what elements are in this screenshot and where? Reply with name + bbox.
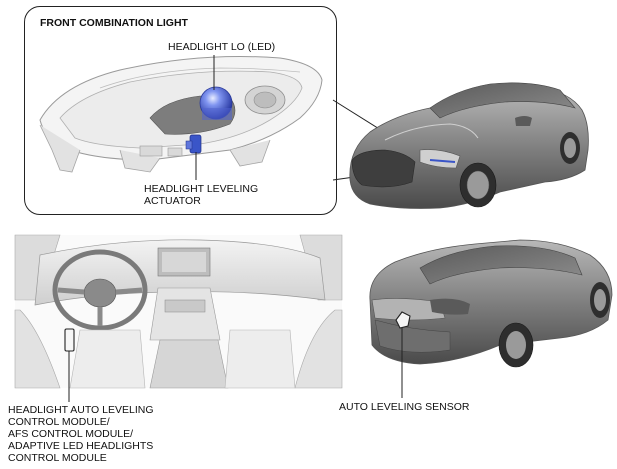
label-control-module-line1: HEADLIGHT AUTO LEVELING <box>8 404 154 416</box>
vehicle-interior <box>14 234 343 389</box>
label-control-module-line5: CONTROL MODULE <box>8 452 107 464</box>
label-control-module-line2: CONTROL MODULE/ <box>8 416 110 428</box>
label-auto-leveling-sensor: AUTO LEVELING SENSOR <box>339 401 470 413</box>
car-front-view <box>349 82 589 209</box>
callout-title: FRONT COMBINATION LIGHT <box>40 17 188 29</box>
headlight-assembly <box>39 56 323 173</box>
car-rear-view <box>369 239 613 368</box>
label-leveling-actuator-line2: ACTUATOR <box>144 195 201 207</box>
auto-leveling-sensor-highlight <box>395 311 411 329</box>
control-module-highlight <box>64 328 75 352</box>
label-leveling-actuator-line1: HEADLIGHT LEVELING <box>144 183 259 195</box>
label-headlight-lo: HEADLIGHT LO (LED) <box>168 41 276 53</box>
label-control-module-line4: ADAPTIVE LED HEADLIGHTS <box>8 440 154 452</box>
label-control-module-line3: AFS CONTROL MODULE/ <box>8 428 134 440</box>
